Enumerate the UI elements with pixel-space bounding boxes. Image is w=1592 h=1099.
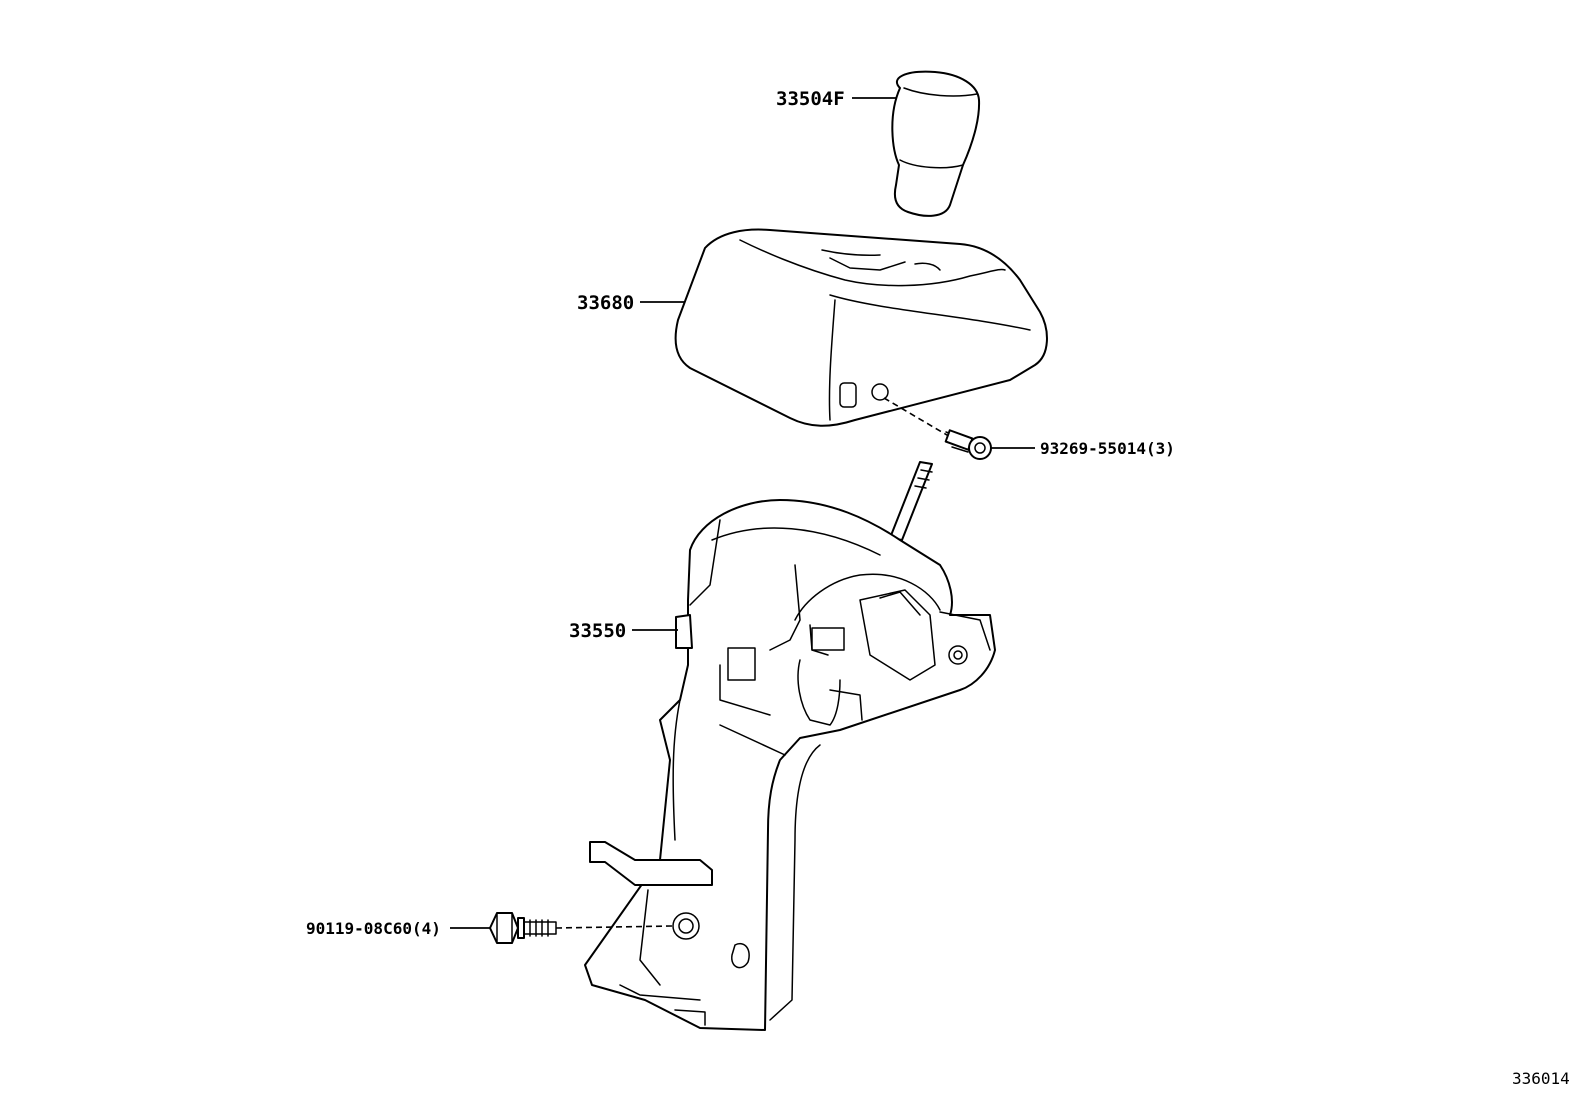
label-bracket-bolt: 90119-08C60(4) [306, 919, 441, 938]
label-cover-screw: 93269-55014(3) [1040, 439, 1175, 458]
bracket-bolt-drawing[interactable] [489, 912, 557, 944]
dashed-line-cover-screw [883, 397, 953, 439]
shift-knob-drawing[interactable] [891, 70, 981, 217]
label-shift-cover: 33680 [577, 292, 634, 314]
shift-cover-drawing[interactable] [674, 228, 1048, 427]
diagram-number: 336014 [1512, 1069, 1570, 1088]
label-shift-knob: 33504F [776, 88, 845, 110]
label-shift-lever-assembly: 33550 [569, 620, 626, 642]
shift-lever-assembly-drawing[interactable] [584, 461, 996, 1031]
cover-screw-drawing[interactable] [944, 429, 992, 460]
